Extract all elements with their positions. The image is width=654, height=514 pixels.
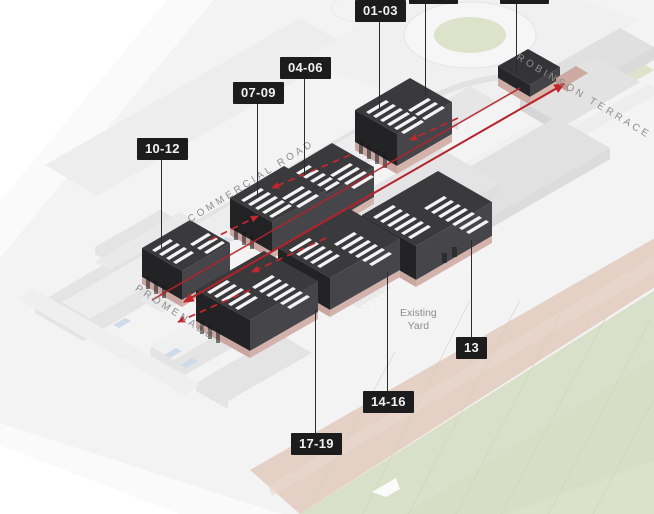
leader-line-10-12	[161, 160, 163, 248]
callout-04-06[interactable]: 04-06	[280, 57, 331, 79]
annotation-existing-yard: Existing Yard	[400, 307, 437, 333]
leader-line-04-06	[304, 79, 306, 175]
callout-07-09[interactable]: 07-09	[233, 82, 284, 104]
callout-17-19[interactable]: 17-19	[291, 433, 342, 455]
leader-line-unlabelled-a	[425, 0, 427, 96]
callout-14-16[interactable]: 14-16	[363, 391, 414, 413]
callout-unlabelled-b[interactable]	[500, 0, 549, 4]
callout-unlabelled-a[interactable]	[409, 0, 458, 4]
callout-13[interactable]: 13	[456, 337, 488, 359]
callout-01-03[interactable]: 01-03	[355, 0, 406, 22]
landscape-bands	[250, 238, 654, 514]
annotation-existing-yard-line1: Existing	[400, 307, 437, 319]
movement-route-branches	[177, 117, 459, 323]
leader-line-13	[471, 240, 473, 337]
leader-line-unlabelled-b	[516, 0, 518, 74]
leader-line-01-03	[379, 22, 381, 110]
annotation-existing-yard-line2: Yard	[407, 320, 430, 332]
callout-10-12[interactable]: 10-12	[137, 138, 188, 160]
leader-line-17-19	[315, 310, 317, 433]
leader-line-14-16	[387, 272, 389, 391]
movement-route-primary	[151, 83, 566, 303]
leader-line-07-09	[257, 104, 259, 198]
